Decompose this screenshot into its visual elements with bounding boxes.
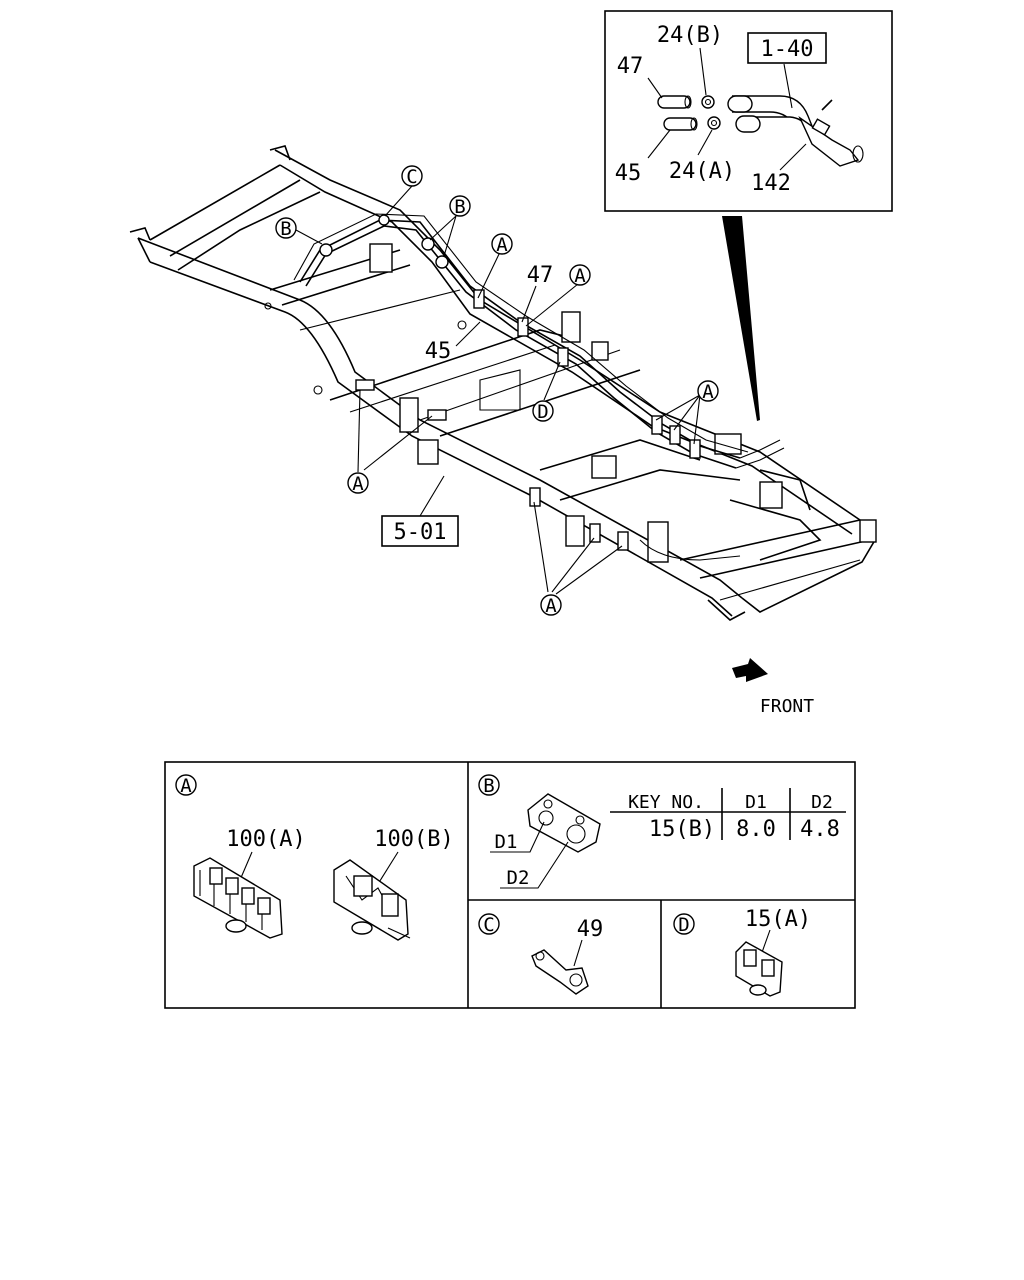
clip-24b-drawing [701,95,715,109]
inset-leader-142 [779,143,807,171]
main-ref-label: 5-01 [394,520,447,545]
inset-panel: 1-40 24(B) 47 45 24(A) 142 [604,10,893,212]
clip-100b-drawing [333,859,411,941]
inset-label-24a: 24(A) [669,159,735,184]
spec-header-key-no: KEY NO. [628,792,704,813]
detail-d-part-15a: 15(A) [745,907,811,932]
clip-49-drawing [531,949,589,995]
spec-cell-d2: 4.8 [800,817,840,842]
callout-b-letter-2: B [280,218,291,240]
inset-leader-24b [699,47,707,96]
callout-a-circle-4 [347,472,369,494]
detail-a: A 100(A) 100(B) [175,774,454,941]
detail-b-letter: B [483,775,494,797]
inset-ref-label: 1-40 [761,37,814,62]
detail-a-letter: A [180,775,192,797]
chassis-frame-drawing [129,145,877,621]
callout-b-circle-1 [449,195,471,217]
main-callouts: C B B A A D A A A [275,165,719,617]
inset-leader-140 [783,63,793,109]
inset-label-24b: 24(B) [657,23,723,48]
callout-a-circle-2 [569,264,591,286]
detail-b-d1-label: D1 [495,831,518,853]
detail-c-circle [478,913,500,935]
spec-header-d1: D1 [745,792,767,813]
callout-a-letter-5: A [545,595,557,617]
callout-a-letter-2: A [574,265,586,287]
detail-c-letter: C [483,914,494,936]
inset-leader-24a [697,129,713,156]
callout-d-circle [532,400,554,422]
detail-b-d2-label: D2 [507,867,530,889]
detail-b: B D1 D2 KEY NO. D1 D2 15(B) 8.0 4.8 [478,774,846,889]
spec-table: KEY NO. D1 D2 15(B) 8.0 4.8 [610,788,846,842]
clip-15b-drawing [527,793,601,853]
hose-45-drawing [663,117,698,131]
callout-d-letter: D [537,401,548,423]
main-label-45: 45 [425,339,452,364]
inset-leader-47 [647,77,663,99]
inset-label-45: 45 [615,161,642,186]
detail-grid [164,761,856,1009]
detail-a-part-100a: 100(A) [226,827,305,852]
callout-c-letter: C [406,166,417,188]
callout-b-circle-2 [275,217,297,239]
inset-ref-box [747,32,827,64]
clip-100a-drawing [193,857,283,939]
detail-d-circle [673,913,695,935]
detail-c-part-49: 49 [577,917,604,942]
clip-24a-drawing [707,116,721,130]
spec-header-d2: D2 [811,792,833,813]
callout-a-circle-3 [697,380,719,402]
clip-15a-drawing [735,941,783,997]
callout-a-circle-1 [491,233,513,255]
detail-b-circle [478,774,500,796]
spec-cell-key-no: 15(B) [649,817,715,842]
fuel-pipe-bundle-drawing [293,213,785,551]
main-label-47: 47 [527,263,554,288]
callout-a-circle-5 [540,594,562,616]
main-leaders [295,185,701,595]
callout-a-letter-3: A [702,381,714,403]
detail-a-part-100b: 100(B) [374,827,453,852]
inset-label-142: 142 [751,171,791,196]
detail-a-circle [175,774,197,796]
front-label: FRONT [760,696,814,717]
front-arrow-icon [732,658,768,682]
detail-d-letter: D [678,914,689,936]
callout-a-letter-1: A [496,234,508,256]
connector-assembly-drawing [727,95,864,167]
inset-label-47: 47 [617,54,644,79]
spec-cell-d1: 8.0 [736,817,776,842]
detail-d: D 15(A) [673,907,811,997]
callout-b-letter-1: B [454,196,465,218]
inset-leader-45 [647,129,671,159]
callout-c-circle [401,165,423,187]
callout-a-letter-4: A [352,473,364,495]
inset-frame [604,10,893,212]
hose-47-drawing [657,95,692,109]
detail-c: C 49 [478,913,604,995]
main-ref-box [381,515,459,547]
inset-pointer [722,216,760,421]
